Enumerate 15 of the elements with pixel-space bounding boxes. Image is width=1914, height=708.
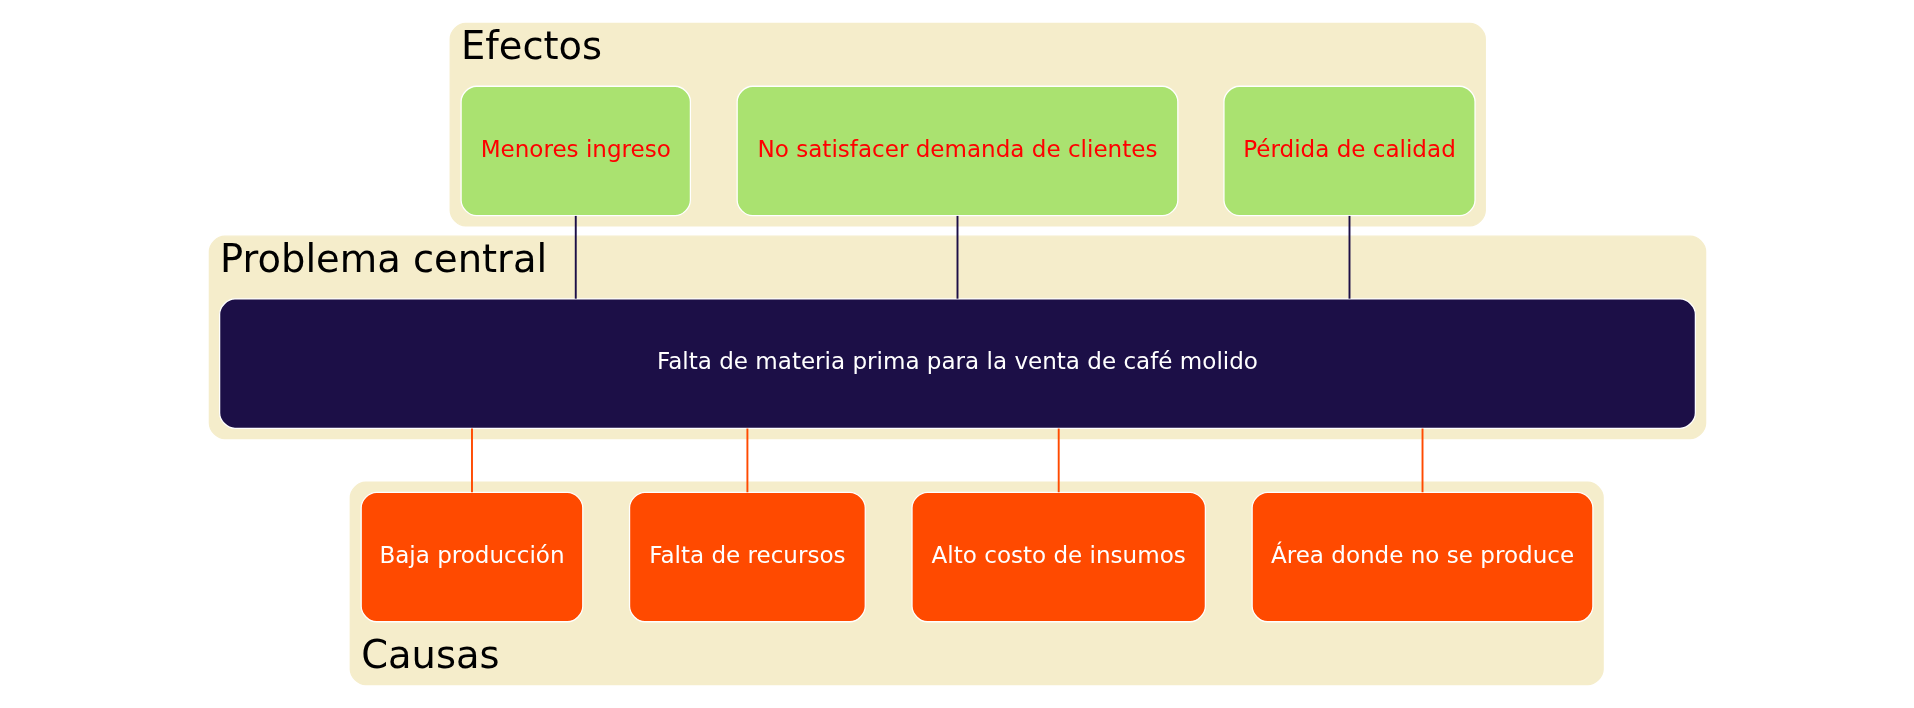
node-box: Baja producción xyxy=(360,491,583,623)
connector xyxy=(1057,427,1060,494)
node-box: Pérdida de calidad xyxy=(1222,85,1476,217)
connector xyxy=(745,427,748,494)
connector xyxy=(574,214,577,300)
node-box: Menores ingreso xyxy=(459,85,691,217)
connector xyxy=(1348,214,1350,300)
node-box: Falta de recursos xyxy=(628,491,866,623)
node-box: Área donde no se produce xyxy=(1251,491,1594,623)
connector xyxy=(470,427,473,494)
node-box: No satisfacer demanda de clientes xyxy=(736,85,1178,217)
connector xyxy=(956,214,958,300)
node-box: Falta de materia prima para la venta de café molido xyxy=(218,298,1696,429)
connector xyxy=(1421,427,1423,494)
node-box: Alto costo de insumos xyxy=(910,491,1206,623)
